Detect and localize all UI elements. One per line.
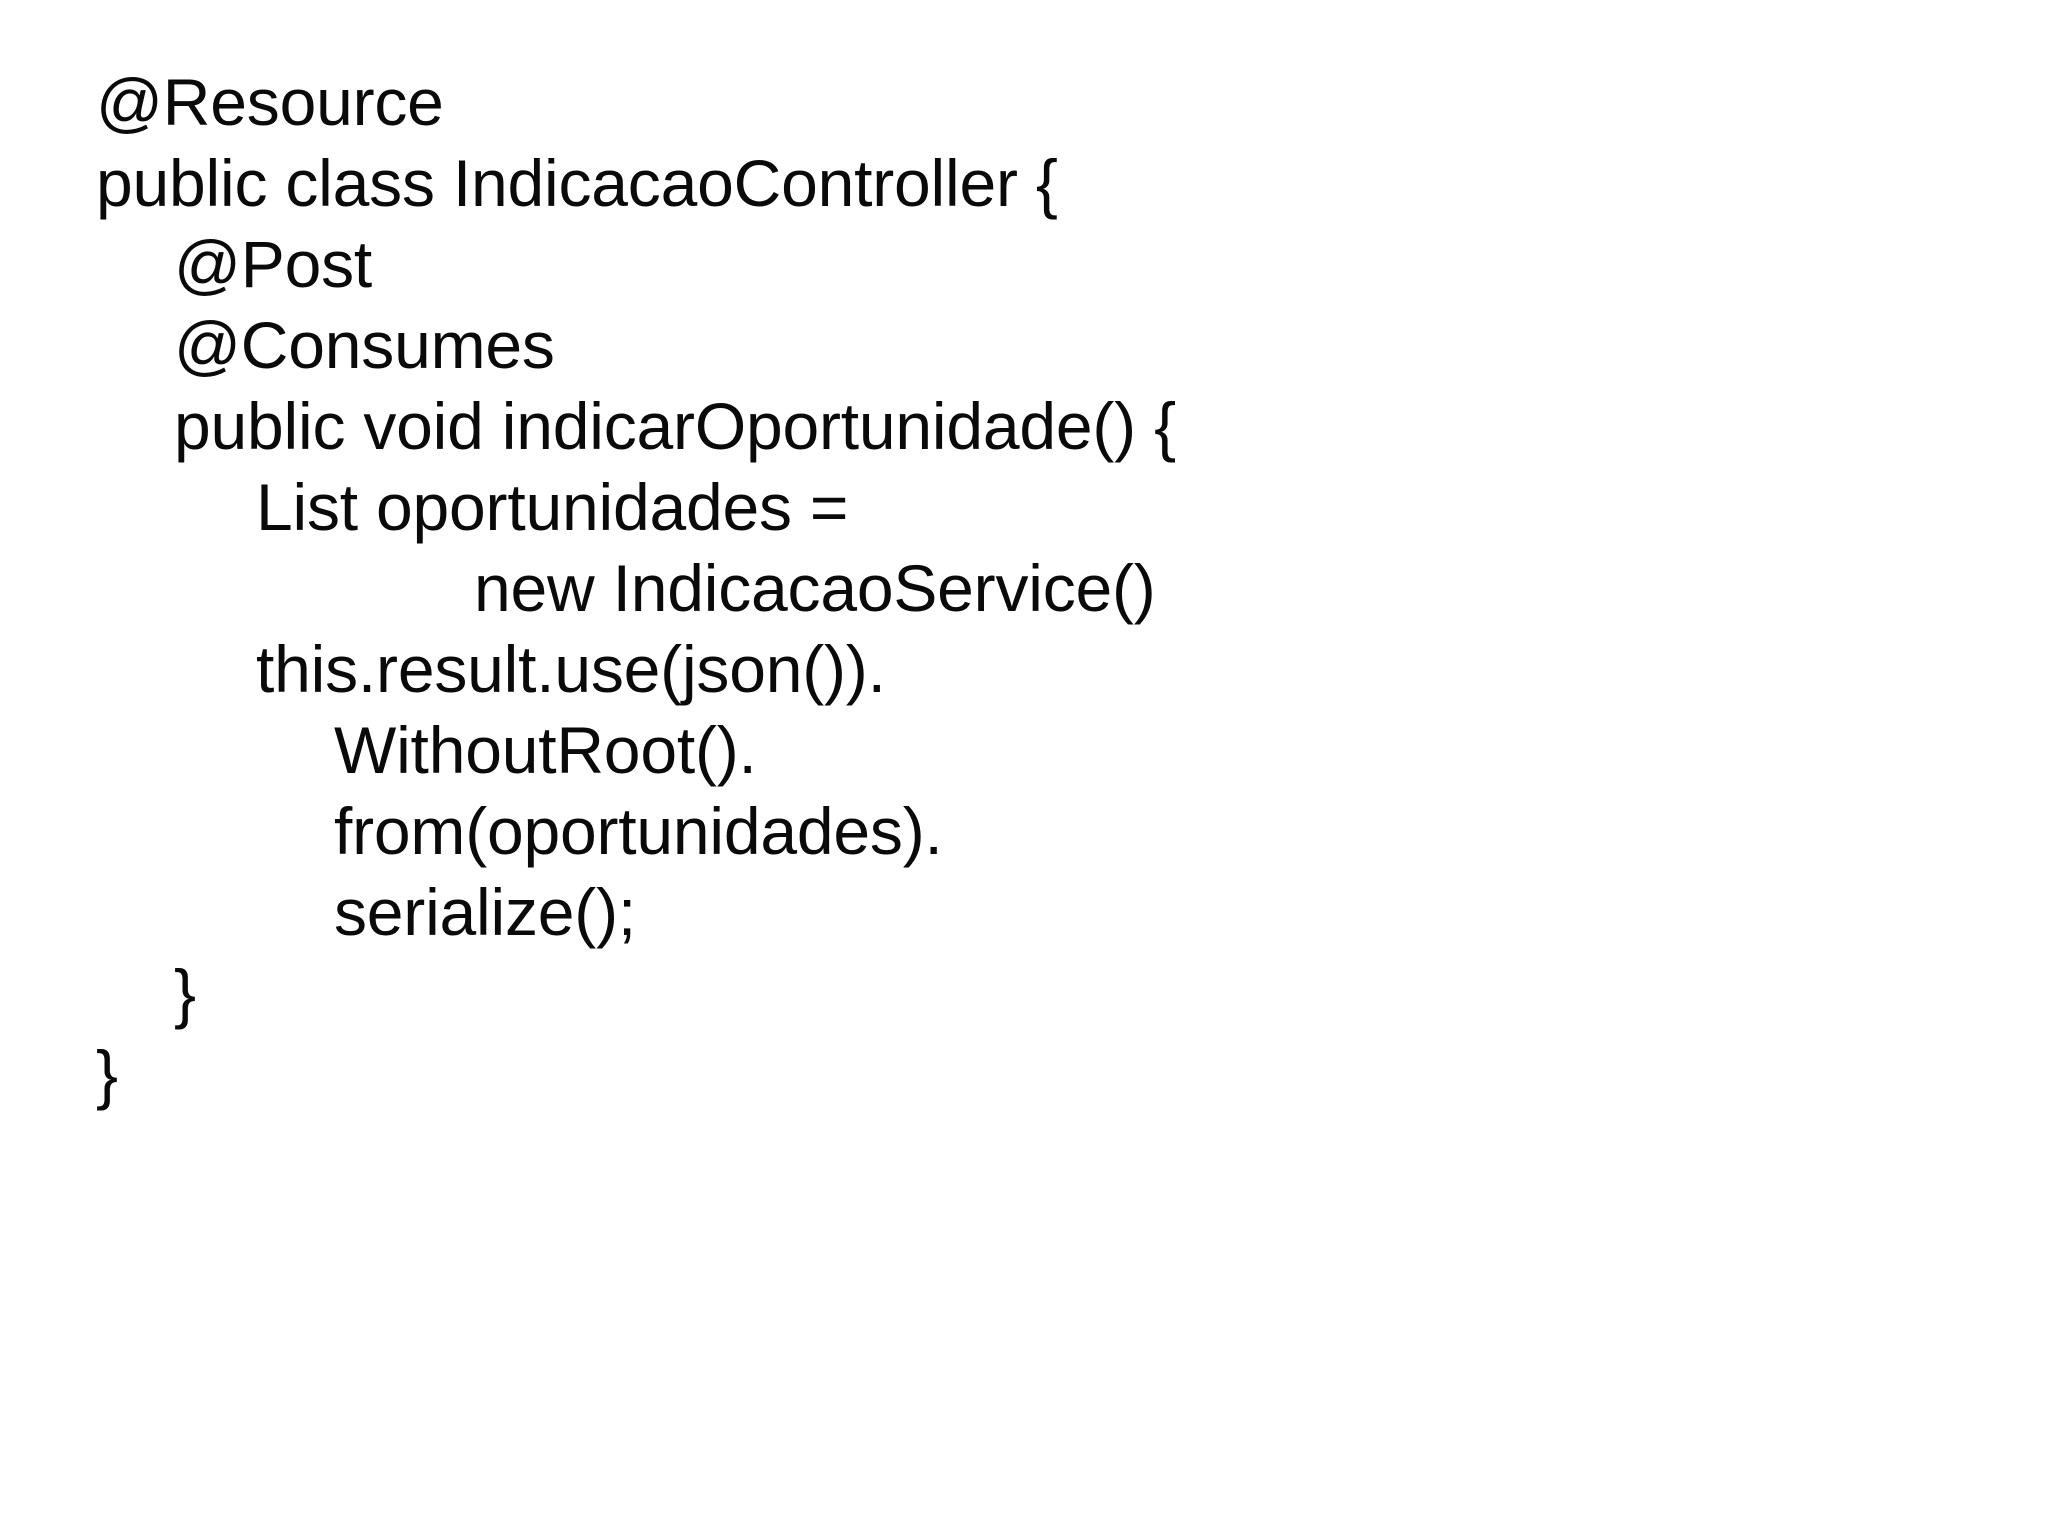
code-line: WithoutRoot(). (334, 713, 757, 787)
code-line: this.result.use(json()). (256, 632, 886, 706)
code-line: public class IndicacaoController { (96, 146, 1058, 220)
code-line: List oportunidades = (256, 470, 849, 544)
code-line: from(oportunidades). (334, 794, 943, 868)
code-line: } (174, 956, 196, 1030)
code-line: public void indicarOportunidade() { (174, 389, 1176, 463)
code-line: } (96, 1037, 118, 1111)
code-line: @Resource (96, 65, 444, 139)
code-line: new IndicacaoService() (474, 551, 1156, 625)
code-line: @Consumes (174, 308, 555, 382)
code-line: @Post (174, 227, 373, 301)
code-line: serialize(); (334, 875, 636, 949)
